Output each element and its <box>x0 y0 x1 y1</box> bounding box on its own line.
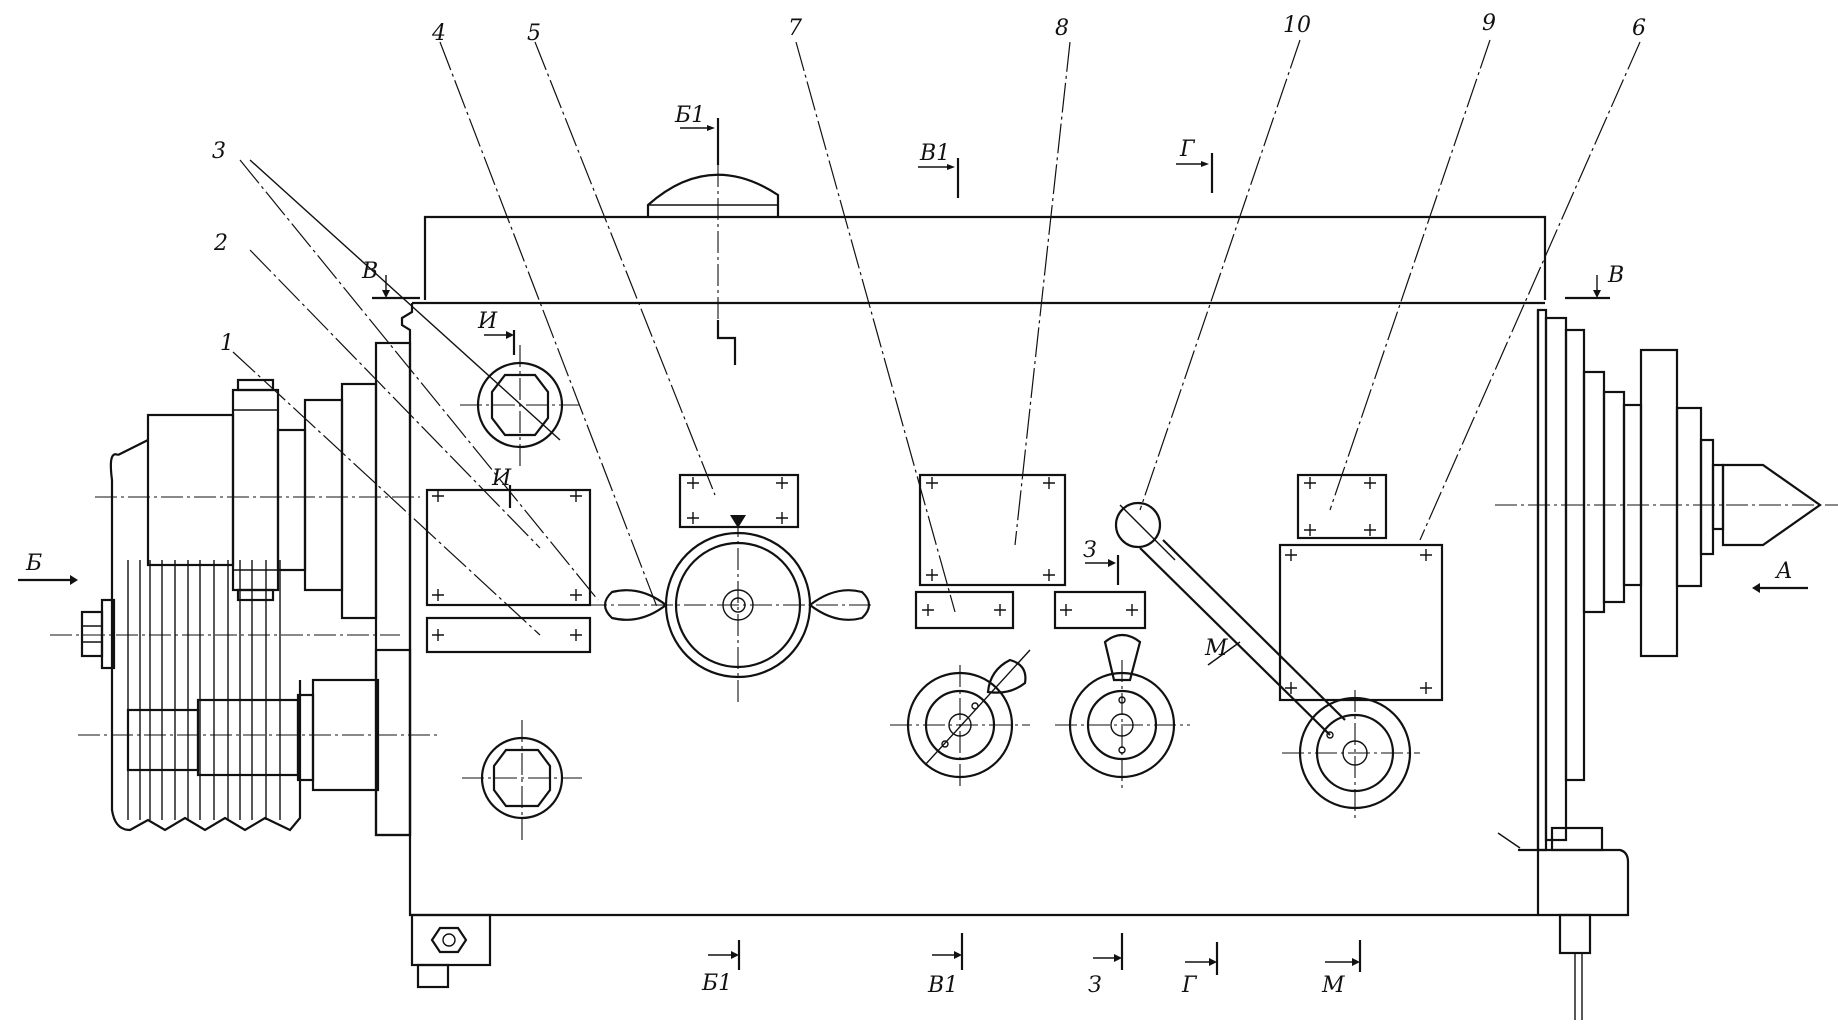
callout-10: 10 <box>1283 13 1311 38</box>
label-z-bot: З <box>1088 973 1102 998</box>
callout-8: 8 <box>1055 16 1069 41</box>
label-g-bot: Г <box>1181 973 1198 998</box>
leader-lines <box>232 39 1641 636</box>
label-i-top: И <box>477 309 498 334</box>
dial-middle <box>1055 633 1190 790</box>
lower-coupling <box>462 720 582 840</box>
label-v1-top: В1 <box>919 141 950 166</box>
spindle-assembly <box>1536 308 1822 852</box>
callout-numbers: 1 2 3 4 5 6 7 8 9 10 <box>212 11 1646 356</box>
plate-5 <box>678 473 800 529</box>
section-labels: Б1 В1 Г В В И И З М Б А Б1 В1 З Г М <box>25 103 1793 998</box>
label-v-left: В <box>361 259 378 284</box>
label-i-bot: И <box>491 466 512 491</box>
label-m-bot: М <box>1321 973 1345 998</box>
callout-7: 7 <box>788 16 802 41</box>
lever <box>1114 501 1420 820</box>
callout-9: 9 <box>1482 11 1496 36</box>
plate-6 <box>1278 543 1444 702</box>
callout-3: 3 <box>212 139 226 164</box>
pulley-assembly <box>80 341 412 837</box>
label-v1-bot: В1 <box>927 973 958 998</box>
drain-plug <box>410 913 492 989</box>
center-axes <box>50 496 1838 736</box>
label-m-mid: М <box>1204 636 1228 661</box>
section-cuts <box>372 118 1610 975</box>
label-z-mid: З <box>1083 538 1097 563</box>
upper-coupling <box>460 345 580 470</box>
callout-2: 2 <box>213 231 228 256</box>
handwheel <box>585 515 875 705</box>
plate-1 <box>425 616 592 654</box>
dial-left <box>890 649 1031 790</box>
callout-6: 6 <box>1632 16 1646 41</box>
label-b1-top: Б1 <box>674 103 705 128</box>
label-g-top: Г <box>1179 137 1196 162</box>
housing-body <box>400 173 1547 917</box>
plate-8 <box>918 473 1067 587</box>
label-b-arrow: Б <box>25 551 42 576</box>
callout-5: 5 <box>527 21 541 46</box>
callout-4: 4 <box>431 21 446 46</box>
callout-1: 1 <box>220 331 234 356</box>
label-a-arrow: А <box>1774 559 1793 584</box>
plate-7 <box>914 590 1015 630</box>
plate-2 <box>425 488 592 607</box>
label-v-right: В <box>1607 263 1624 288</box>
bracket <box>1497 826 1630 1020</box>
plate-9 <box>1296 473 1388 540</box>
plate-z <box>1053 590 1147 630</box>
label-b1-bot: Б1 <box>701 971 732 996</box>
view-arrows <box>18 125 1808 966</box>
